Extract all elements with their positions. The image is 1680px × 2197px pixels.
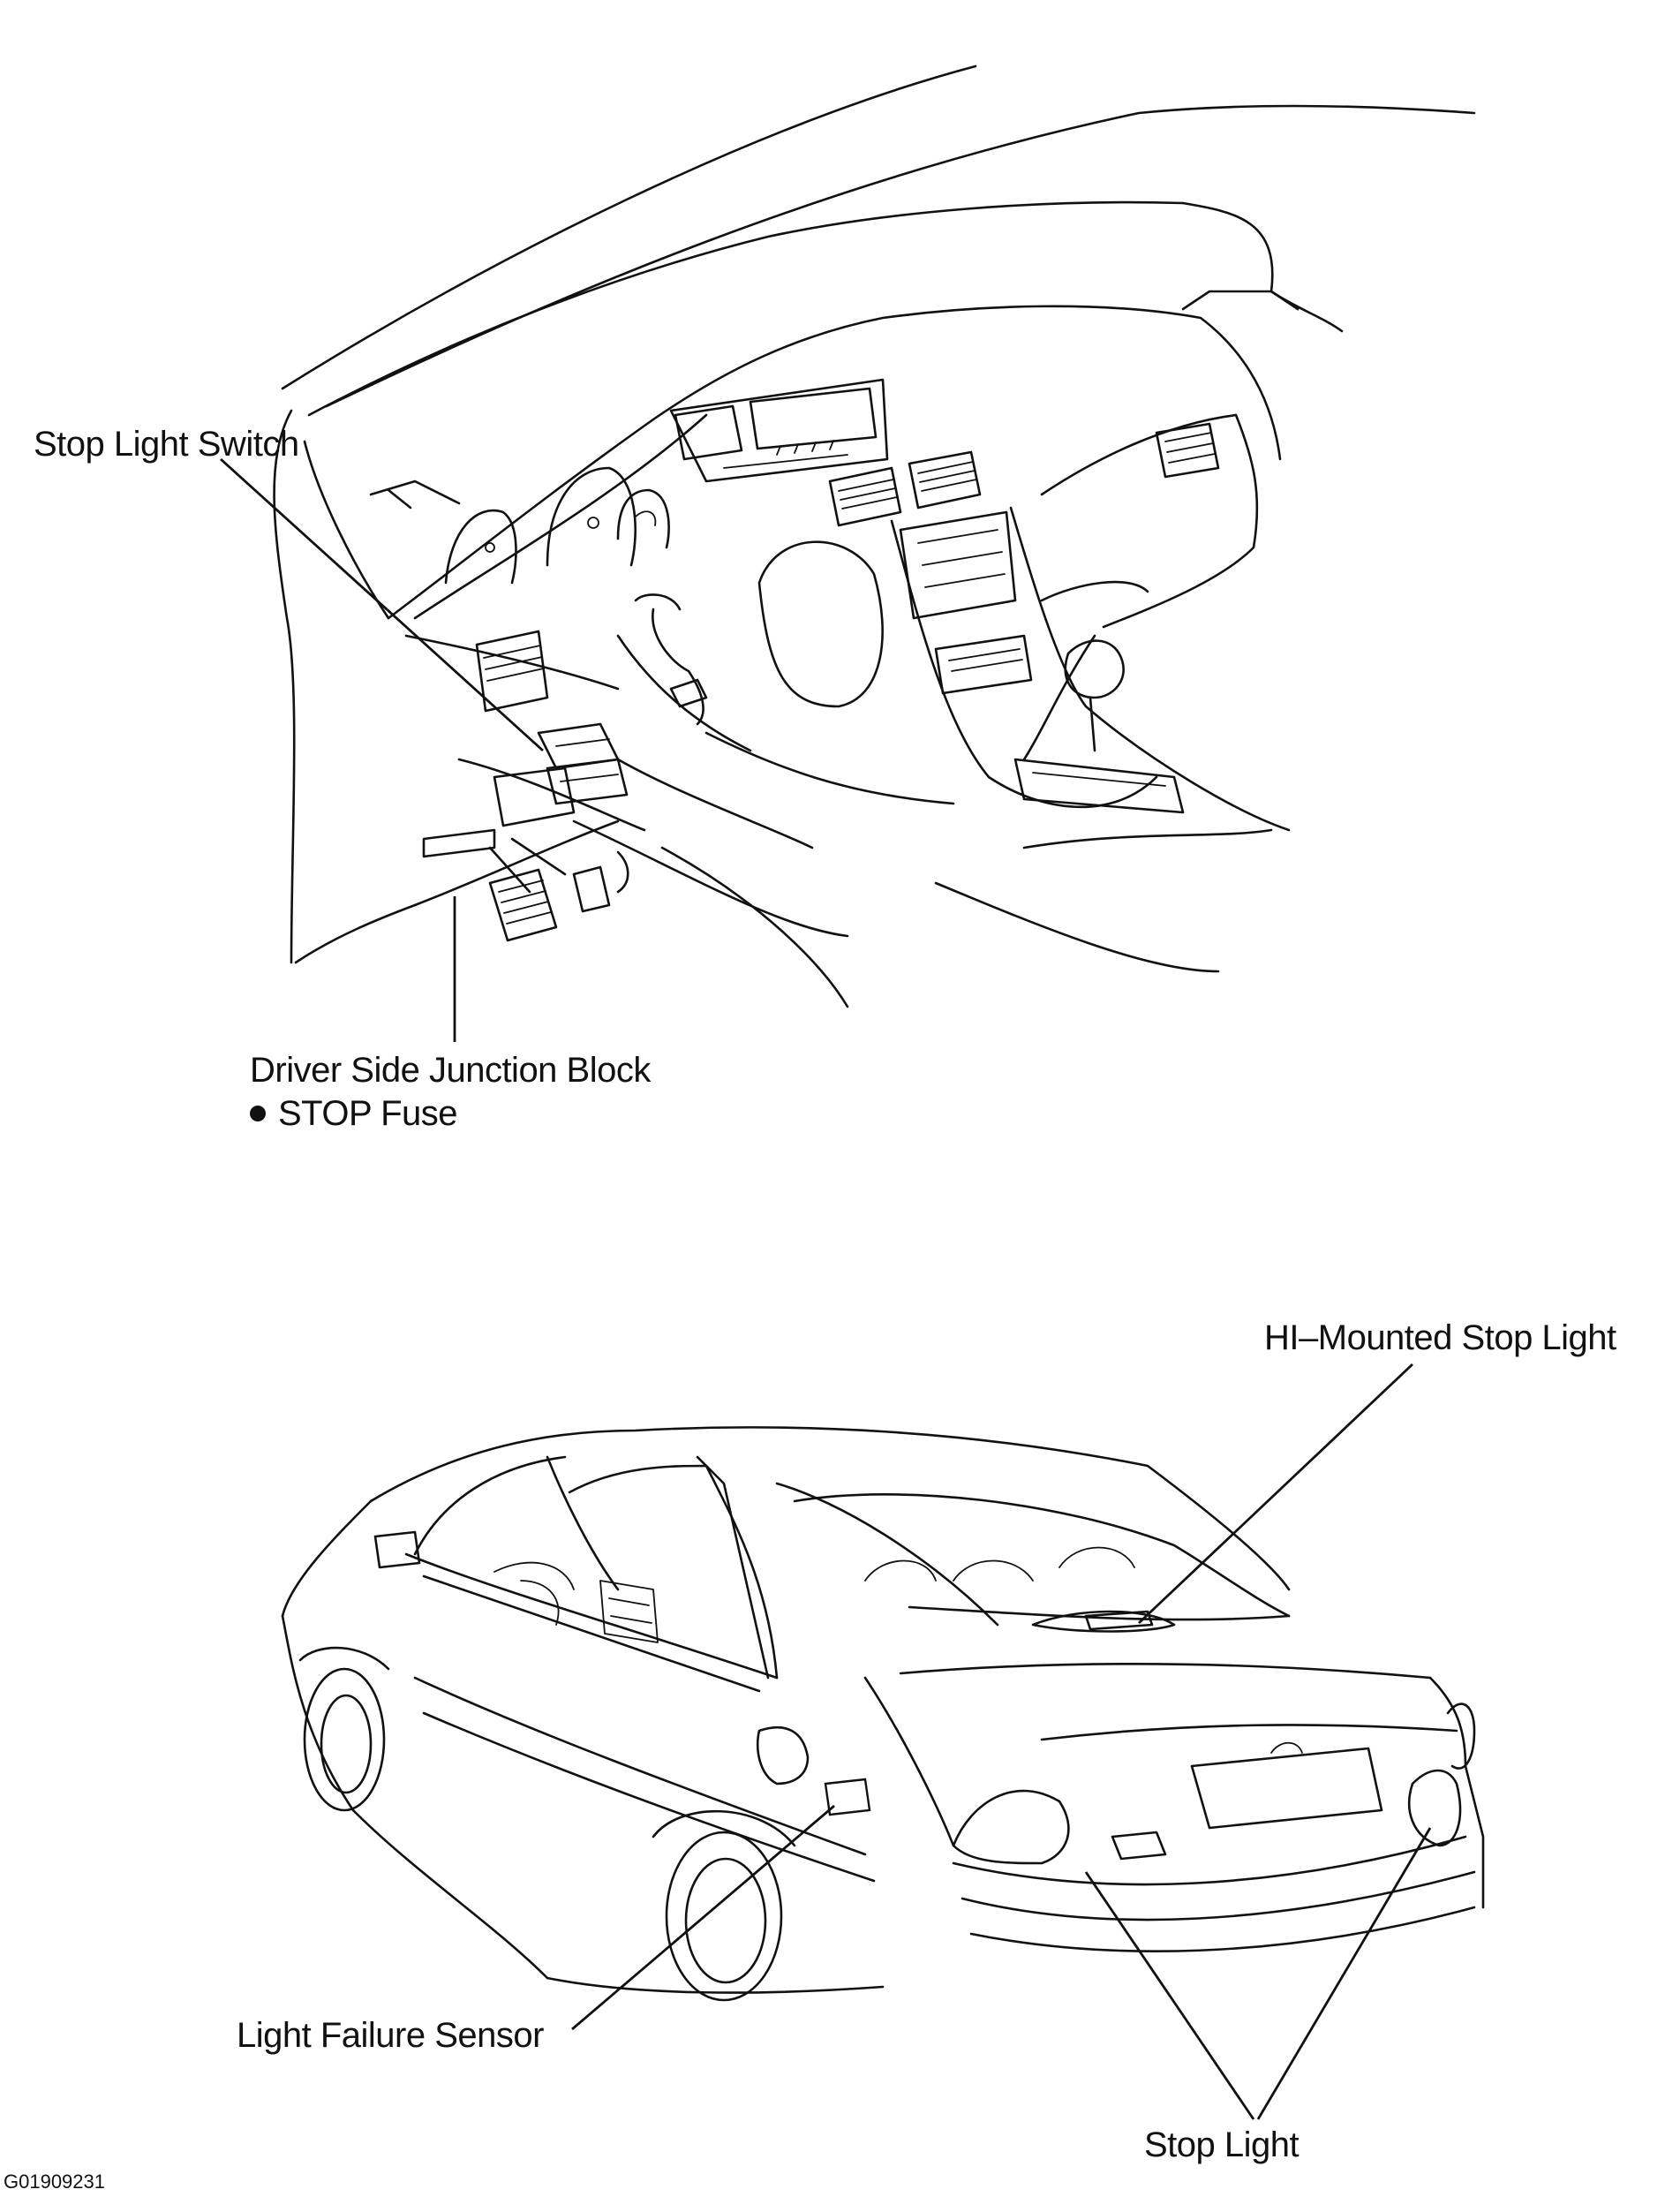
stop-fuse-text: STOP Fuse (278, 1094, 458, 1133)
leader-stop-light-switch (220, 457, 544, 752)
label-driver-side-junction-block: Driver Side Junction Block (250, 1051, 651, 1090)
label-hi-mounted-stop-light: HI–Mounted Stop Light (1264, 1318, 1616, 1357)
leader-stop-light-right (1256, 1827, 1432, 2120)
label-stop-light-switch: Stop Light Switch (34, 425, 299, 464)
label-stop-light: Stop Light (1144, 2125, 1300, 2164)
leader-light-failure-sensor (571, 1804, 835, 2031)
bullet-icon (250, 1106, 266, 1121)
label-light-failure-sensor: Light Failure Sensor (237, 2016, 544, 2055)
leader-hi-mounted-stop-light (1138, 1363, 1413, 1625)
car-illustration (281, 1426, 1485, 2002)
label-stop-fuse: STOP Fuse (250, 1094, 458, 1133)
dashboard-illustration (273, 64, 1476, 1008)
figure-code: G01909231 (4, 2171, 105, 2193)
leader-stop-light-left (1084, 1871, 1255, 2120)
